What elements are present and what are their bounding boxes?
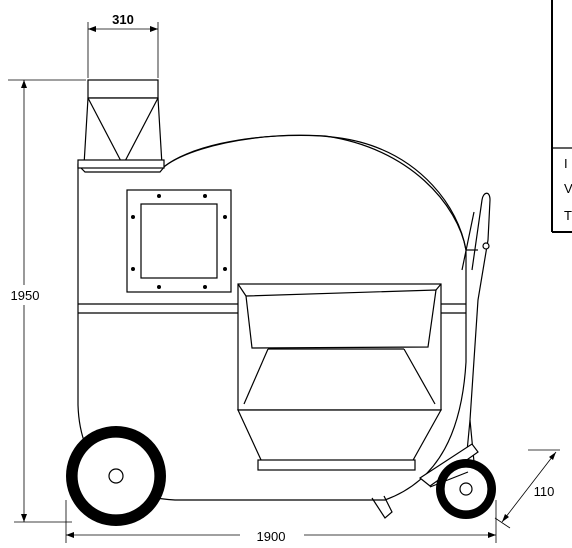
- dimension-wheel-offset: 110: [494, 449, 560, 529]
- inspection-hatch: [126, 189, 232, 293]
- side-box-text-1: I: [564, 156, 568, 171]
- side-box-text-2: V: [564, 181, 572, 196]
- rear-wheel: [66, 426, 166, 526]
- dimension-label-top-width: 310: [112, 12, 134, 27]
- top-outlet-chimney: [77, 79, 165, 169]
- dimension-label-height: 1950: [11, 288, 40, 303]
- front-hopper: [237, 283, 443, 471]
- dimension-label-wheel-offset: 110: [534, 484, 555, 499]
- side-info-box: I V T: [551, 0, 572, 233]
- dimension-top-width: 310: [87, 12, 159, 78]
- dimension-height: 1950: [8, 79, 86, 523]
- front-wheel: [429, 459, 496, 519]
- side-box-text-3: T: [564, 208, 572, 223]
- dimension-label-length: 1900: [257, 529, 286, 543]
- support-stand: [371, 495, 393, 519]
- dimension-length: 1900: [65, 500, 497, 544]
